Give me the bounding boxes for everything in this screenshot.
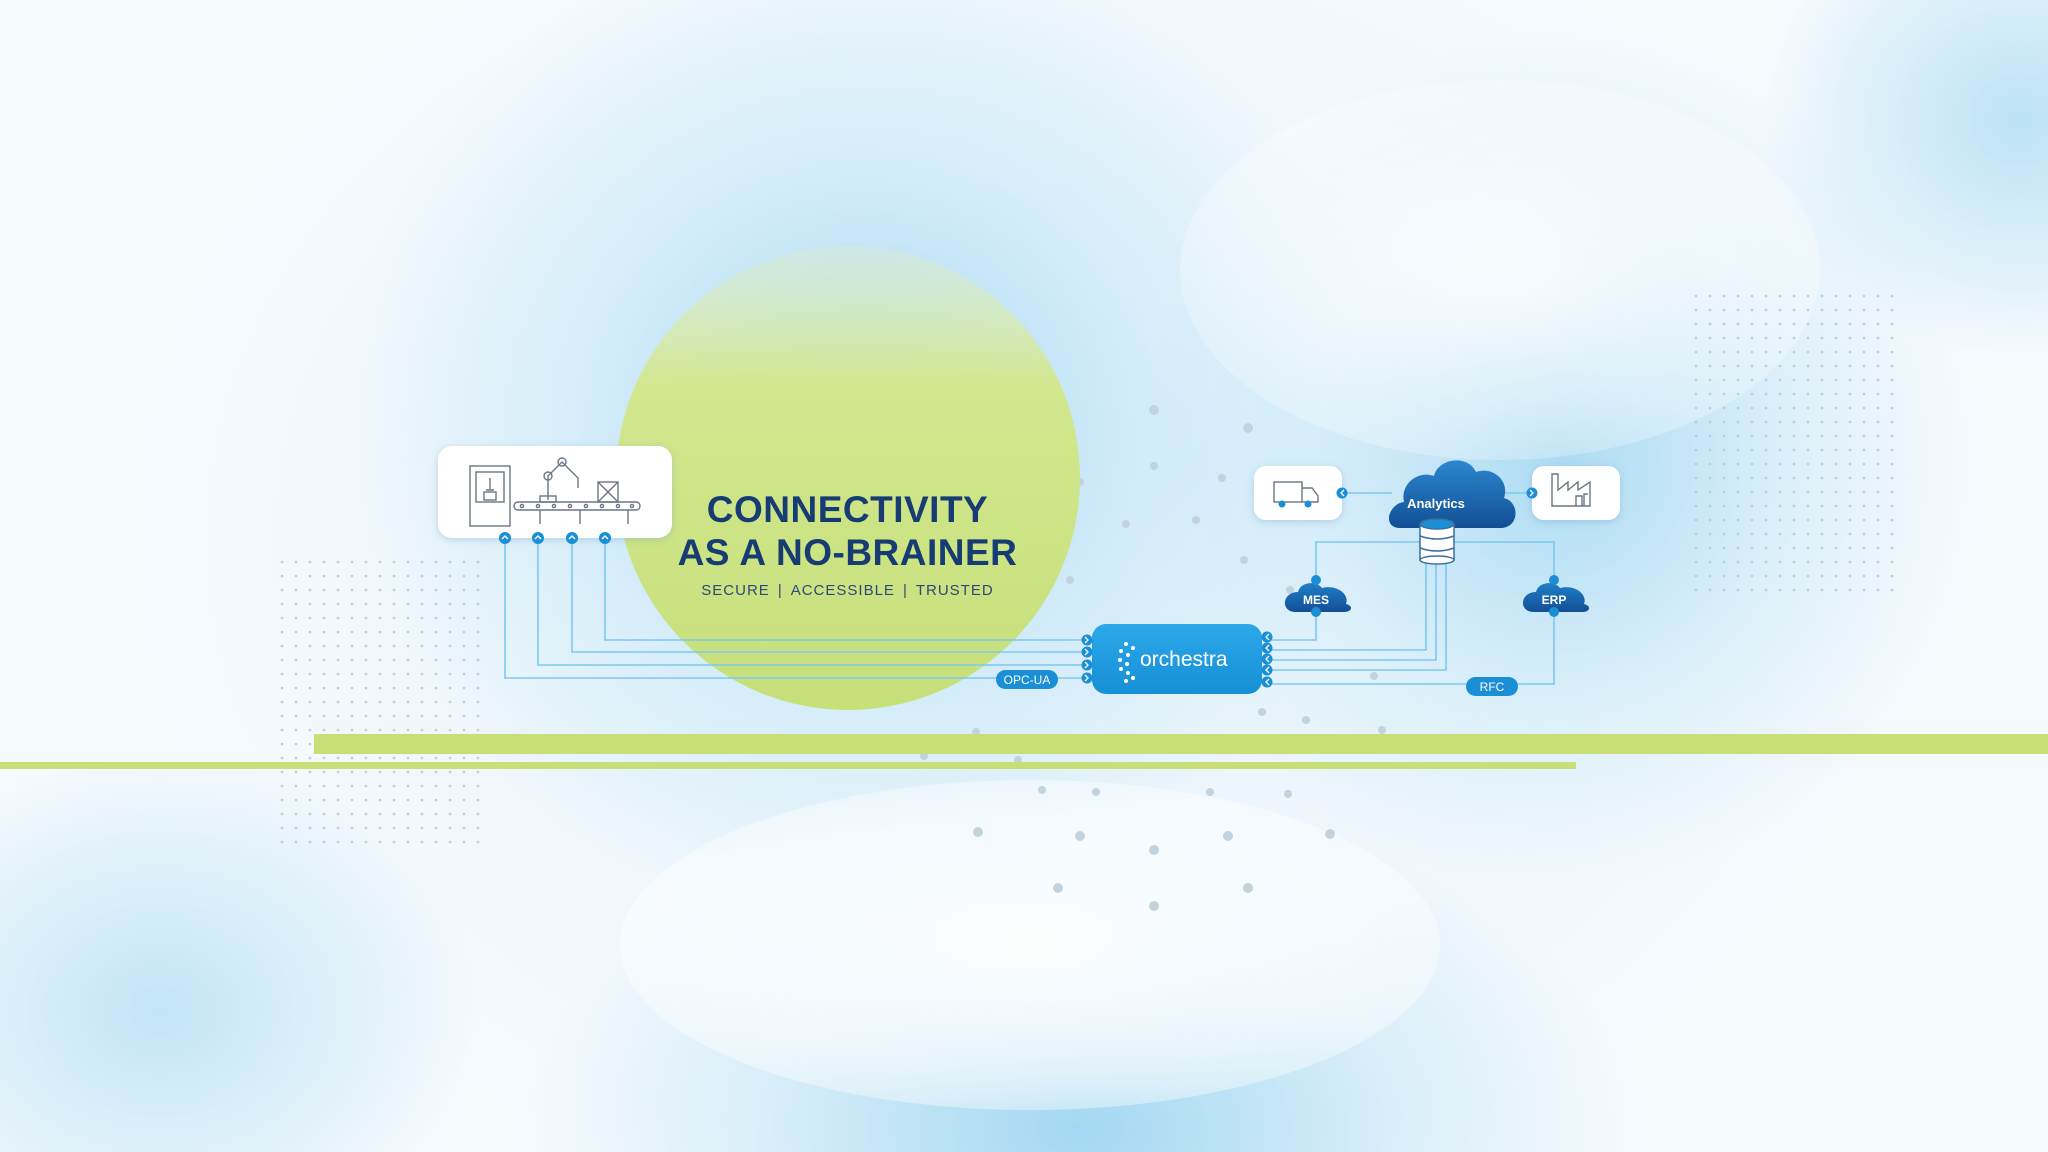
database-icon — [1419, 518, 1455, 565]
truck-port — [1336, 487, 1348, 499]
truck-icon — [1273, 481, 1319, 508]
mes-port-bottom — [1311, 607, 1321, 617]
hub-ports-left — [1081, 634, 1093, 684]
orchestra-hub — [1092, 624, 1262, 694]
conveyor-belt-icon — [513, 501, 641, 524]
analytics-cloud — [1388, 460, 1516, 528]
lime-bar-top — [314, 734, 2048, 754]
erp-port-bottom — [1549, 607, 1559, 617]
dot-grid-left — [272, 552, 482, 852]
dot-grid-right — [1686, 294, 1896, 594]
production-box — [438, 446, 672, 538]
orchestra-logo-icon — [1118, 642, 1135, 683]
hub-ports-right — [1261, 631, 1273, 688]
tagline-separator: | — [777, 582, 783, 599]
connectors-left — [504, 538, 1086, 679]
tagline-separator: | — [902, 582, 908, 599]
analytics-label: Analytics — [1407, 496, 1465, 511]
tagline: SECURE | ACCESSIBLE | TRUSTED — [620, 582, 1075, 599]
package-icon — [597, 481, 619, 503]
robot-arm-icon — [539, 457, 579, 503]
tagline-trusted: TRUSTED — [915, 582, 994, 599]
rfc-pill — [1466, 677, 1518, 696]
mes-label: MES — [1303, 593, 1329, 607]
opc-ua-pill — [996, 670, 1058, 689]
production-ports — [499, 532, 611, 544]
headline-line-2: AS A NO-BRAINER — [677, 532, 1018, 573]
mes-node — [1284, 583, 1352, 612]
truck-box — [1254, 466, 1342, 520]
3d-printer-icon — [469, 465, 511, 527]
lime-circle — [616, 246, 1080, 710]
scattered-dots — [920, 405, 1386, 911]
tagline-secure: SECURE — [701, 582, 770, 599]
opc-ua-label: OPC-UA — [1004, 673, 1051, 687]
headline-line-1: CONNECTIVITY — [706, 489, 989, 530]
rfc-label: RFC — [1480, 680, 1505, 694]
erp-node — [1522, 583, 1590, 612]
factory-box — [1532, 466, 1620, 520]
factory-port — [1526, 487, 1538, 499]
background-highlight — [620, 780, 1440, 1110]
factory-icon — [1551, 473, 1591, 507]
erp-label: ERP — [1542, 593, 1567, 607]
lime-bar-bottom — [0, 762, 1576, 769]
orchestra-label: orchestra — [1140, 648, 1228, 671]
tagline-accessible: ACCESSIBLE — [790, 582, 895, 599]
mes-port-top — [1311, 575, 1321, 585]
erp-port-top — [1549, 575, 1559, 585]
